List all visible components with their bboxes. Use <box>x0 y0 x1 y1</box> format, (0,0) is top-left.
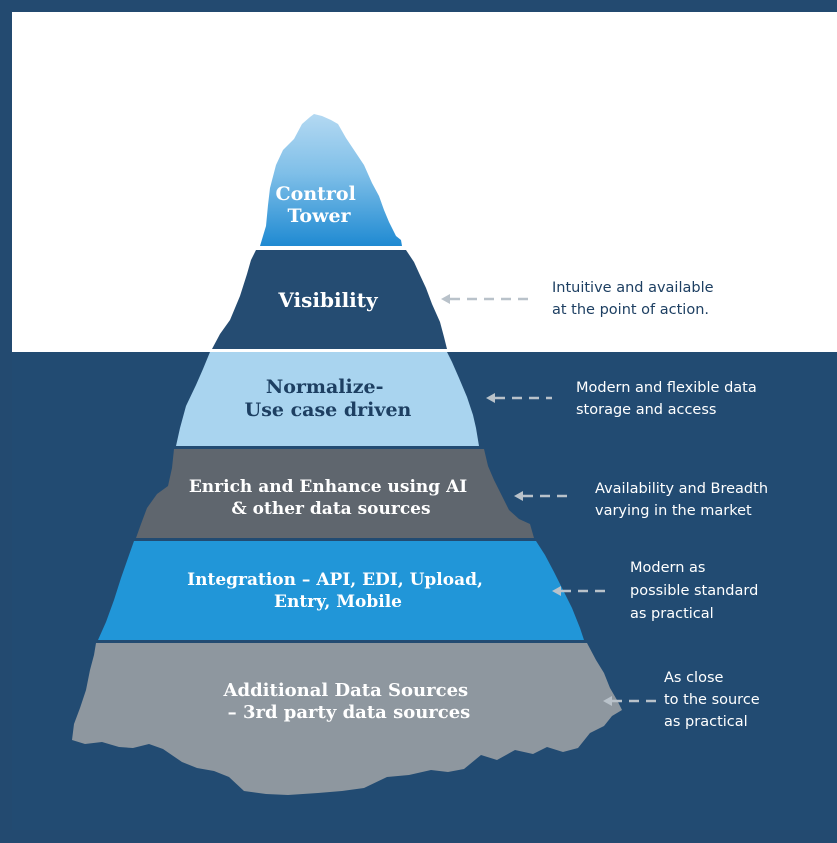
tier-control-tower <box>260 114 402 246</box>
note-line: to the source <box>664 692 760 708</box>
tier-label-control-tower: Control Tower <box>276 183 363 227</box>
tier-label-enrich: Enrich and Enhance using AI & other data… <box>189 477 473 519</box>
note-line: as practical <box>630 606 714 622</box>
arrow-head-icon <box>514 491 523 501</box>
tier-label-normalize: Normalize- Use case driven <box>245 376 412 421</box>
note-line: as practical <box>664 714 748 730</box>
note-enrich: Availability and Breadth varying in the … <box>595 481 773 519</box>
note-line: varying in the market <box>595 503 752 519</box>
tier-visibility <box>212 250 447 349</box>
note-normalize: Modern and flexible data storage and acc… <box>576 380 761 418</box>
note-line: possible standard <box>630 583 758 599</box>
tier-normalize <box>176 352 479 446</box>
note-line: Intuitive and available <box>552 280 714 296</box>
tier-enrich <box>136 449 534 538</box>
note-line: As close <box>664 670 724 686</box>
tier-label-line: Enrich and Enhance using AI <box>189 477 467 497</box>
note-integration: Modern as possible standard as practical <box>630 560 763 622</box>
tier-label-integration: Integration – API, EDI, Upload, Entry, M… <box>187 570 489 612</box>
arrow-head-icon <box>441 294 450 304</box>
note-additional-data: As close to the source as practical <box>664 670 764 730</box>
note-line: Availability and Breadth <box>595 481 768 497</box>
tier-label-line: Visibility <box>277 288 379 312</box>
tier-label-line: Control <box>276 183 356 205</box>
note-line: storage and access <box>576 402 716 418</box>
arrow-normalize <box>486 393 552 403</box>
tier-label-line: Normalize- <box>266 376 384 398</box>
tier-label-line: – 3rd party data sources <box>228 702 471 723</box>
tier-additional-data <box>72 643 622 795</box>
arrow-enrich <box>514 491 571 501</box>
arrow-additional-data <box>603 696 656 706</box>
note-line: Modern and flexible data <box>576 380 757 396</box>
arrow-integration <box>552 586 605 596</box>
tier-label-line: Entry, Mobile <box>274 592 402 612</box>
tier-label-line: Tower <box>287 205 351 227</box>
arrow-head-icon <box>552 586 561 596</box>
tier-integration <box>98 541 584 640</box>
arrow-head-icon <box>603 696 612 706</box>
note-visibility: Intuitive and available at the point of … <box>552 280 718 318</box>
arrow-head-icon <box>486 393 495 403</box>
note-line: Modern as <box>630 560 705 576</box>
note-line: at the point of action. <box>552 302 709 318</box>
tier-label-additional-data: Additional Data Sources – 3rd party data… <box>223 680 475 723</box>
tier-label-line: Additional Data Sources <box>223 680 469 701</box>
tier-label-line: & other data sources <box>231 499 430 519</box>
arrow-visibility <box>441 294 528 304</box>
tier-label-visibility: Visibility <box>277 288 379 312</box>
tier-label-line: Integration – API, EDI, Upload, <box>187 570 483 590</box>
tier-label-line: Use case driven <box>245 399 412 421</box>
